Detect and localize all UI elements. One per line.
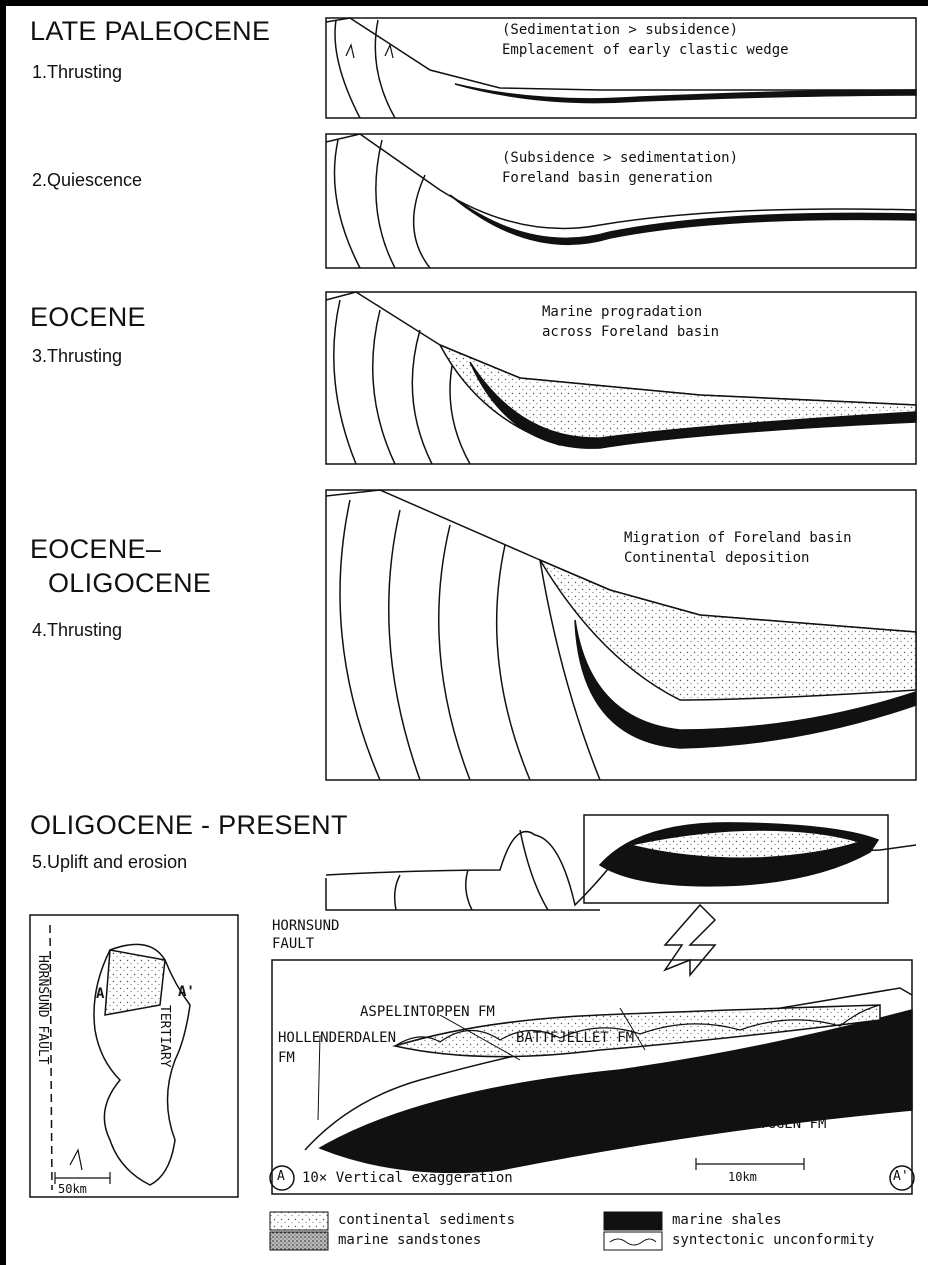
map-region-label: TERTIARY [157, 1005, 172, 1068]
formation-aspelintoppen: ASPELINTOPPEN FM [360, 1004, 495, 1020]
era-label-3: EOCENE [30, 302, 146, 333]
detail-end-a-prime: A' [893, 1169, 909, 1184]
formation-hollenderdalen-2: FM [278, 1050, 295, 1066]
note-1-line-1: (Sedimentation > subsidence) [502, 20, 738, 40]
panel-5-section [326, 815, 916, 910]
detail-fault-label-2: FAULT [272, 936, 314, 952]
step-label-1: 1.Thrusting [32, 62, 122, 83]
note-2-line-2: Foreland basin generation [502, 168, 713, 188]
legend-shale: marine shales [672, 1212, 782, 1228]
map-scale-label: 50km [58, 1182, 87, 1196]
detail-scale-label: 10km [728, 1170, 757, 1184]
formation-battfjellet: BATTFJELLET FM [516, 1030, 634, 1046]
formation-gilsonryggen: GILSONRYGGEN FM [700, 1116, 826, 1132]
era-label-5: OLIGOCENE - PRESENT [30, 810, 348, 841]
location-map [30, 915, 238, 1197]
note-4-line-2: Continental deposition [624, 548, 809, 568]
note-3-line-2: across Foreland basin [542, 322, 719, 342]
legend-continental: continental sediments [338, 1212, 515, 1228]
note-3-line-1: Marine progradation [542, 302, 702, 322]
detail-end-a: A [277, 1169, 285, 1184]
map-point-a-prime: A' [178, 984, 195, 1000]
legend-unconformity: syntectonic unconformity [672, 1232, 874, 1248]
map-point-a: A [96, 986, 104, 1002]
era-label-1: LATE PALEOCENE [30, 16, 270, 47]
era-label-4-line-1: EOCENE– [30, 534, 161, 565]
zoom-arrow-icon [665, 905, 715, 975]
note-1-line-2: Emplacement of early clastic wedge [502, 40, 789, 60]
legend-sandstone: marine sandstones [338, 1232, 481, 1248]
vertical-exaggeration: 10× Vertical exaggeration [302, 1170, 513, 1186]
note-4-line-1: Migration of Foreland basin [624, 528, 852, 548]
formation-hollenderdalen-1: HOLLENDERDALEN [278, 1030, 396, 1046]
step-label-4: 4.Thrusting [32, 620, 122, 641]
step-label-3: 3.Thrusting [32, 346, 122, 367]
era-label-4-line-2: OLIGOCENE [48, 568, 211, 599]
step-label-5: 5.Uplift and erosion [32, 852, 187, 873]
step-label-2: 2.Quiescence [32, 170, 142, 191]
note-2-line-1: (Subsidence > sedimentation) [502, 148, 738, 168]
map-fault-label: HORNSUND FAULT [35, 955, 50, 1065]
detail-section [270, 960, 914, 1194]
detail-fault-label-1: HORNSUND [272, 918, 339, 934]
